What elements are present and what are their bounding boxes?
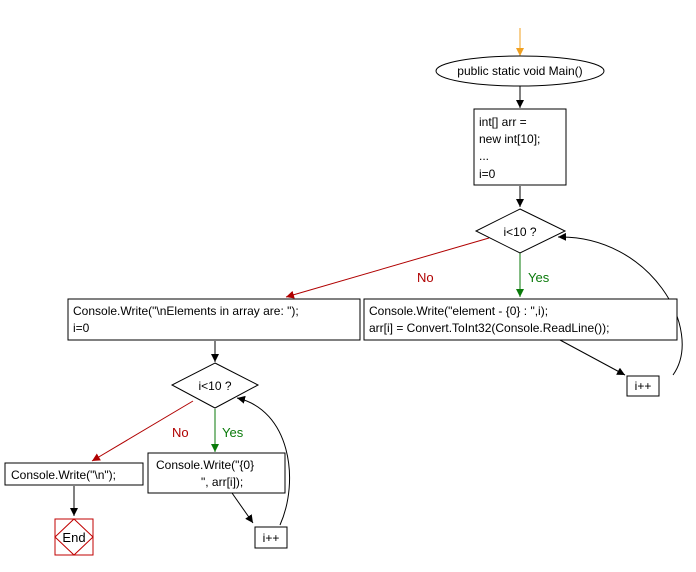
init-process: int[] arr = new int[10]; ... i=0	[473, 108, 567, 186]
cond1-yes-label: Yes	[528, 270, 550, 285]
cond2-yes-label: Yes	[222, 425, 244, 440]
read-line-2: arr[i] = Convert.ToInt32(Console.ReadLin…	[369, 321, 609, 335]
init-line-4: i=0	[479, 167, 496, 181]
cond2-decision: i<10 ?	[170, 362, 260, 409]
edge-inc2-loop-back	[236, 395, 290, 526]
newline-label: Console.Write("\n");	[11, 468, 116, 482]
print-header-line-2: i=0	[73, 321, 90, 335]
inc1-process: i++	[626, 375, 660, 397]
newline-process: Console.Write("\n");	[4, 462, 144, 486]
edge-cond2-no	[91, 400, 194, 462]
edge-inc1-loop-back	[557, 232, 683, 376]
cond1-label: i<10 ?	[503, 225, 536, 239]
inc2-process: i++	[254, 526, 288, 549]
end-terminal: End	[54, 518, 94, 556]
print-header-line-1: Console.Write("\nElements in array are: …	[73, 304, 299, 318]
print-elem-line-1: Console.Write("{0}	[156, 458, 254, 472]
print-elem-line-2: ", arr[i]);	[201, 475, 243, 489]
read-process: Console.Write("element - {0} : ",i); arr…	[363, 298, 678, 341]
main-label: public static void Main()	[457, 64, 582, 78]
edge-cond1-no	[285, 237, 490, 299]
cond1-no-label: No	[417, 270, 434, 285]
print-elem-process: Console.Write("{0} ", arr[i]);	[147, 452, 286, 494]
main-terminal: public static void Main()	[435, 55, 605, 87]
cond2-label: i<10 ?	[198, 379, 231, 393]
init-line-1: int[] arr =	[479, 115, 527, 129]
edge-read-to-inc1	[559, 339, 626, 376]
cond1-decision: i<10 ?	[474, 208, 567, 254]
init-line-2: new int[10];	[479, 132, 540, 146]
inc2-label: i++	[263, 531, 280, 545]
cond2-no-label: No	[172, 425, 189, 440]
init-line-3: ...	[479, 149, 489, 163]
inc1-label: i++	[635, 379, 652, 393]
edge-elem-to-inc2	[231, 492, 254, 524]
read-line-1: Console.Write("element - {0} : ",i);	[369, 304, 548, 318]
print-header-process: Console.Write("\nElements in array are: …	[67, 298, 361, 341]
end-label: End	[62, 530, 85, 545]
